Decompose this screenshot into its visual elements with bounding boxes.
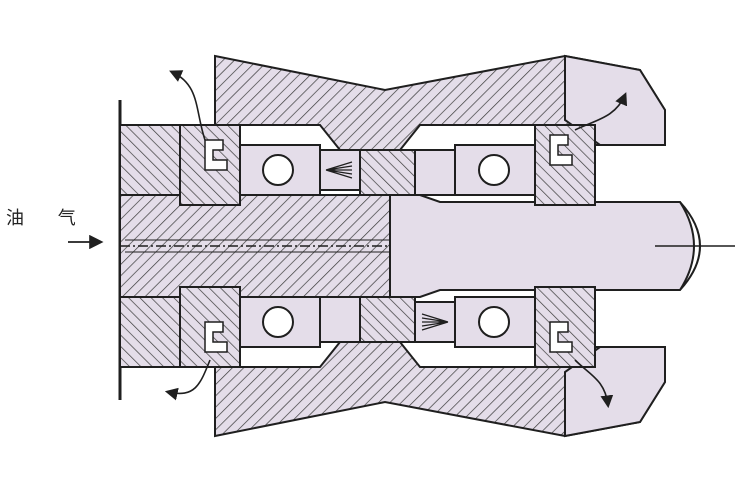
seal-right-lower [549,321,573,353]
spacer-upper-mid [359,149,416,196]
spacer-upper-right [414,149,456,196]
spacer-lower-mid [359,296,416,343]
exhaust-arrow-lower-left [164,359,211,401]
left-sleeve-lower [119,296,181,368]
nozzle-jets-lower [421,313,449,331]
shaft [389,194,695,298]
right-bearing-upper [454,144,536,196]
end-cap-lower [564,346,666,438]
nozzle-jets-upper [325,161,353,179]
left-bearing-ball-upper [262,154,294,186]
right-bearing-ball-upper [478,154,510,186]
seal-left-lower [204,321,228,353]
right-bearing-ball-lower [478,306,510,338]
seal-right-upper [549,134,573,166]
exhaust-arrow-upper-right [574,92,628,131]
spacer-lower-left [319,296,361,343]
left-sleeve-upper [119,124,181,196]
exhaust-arrow-lower-right [574,359,614,409]
exhaust-arrow-upper-left [169,70,206,141]
oil-gas-inlet-label: 油 气 [6,208,90,229]
left-bearing-ball-lower [262,306,294,338]
seal-left-upper [204,139,228,171]
